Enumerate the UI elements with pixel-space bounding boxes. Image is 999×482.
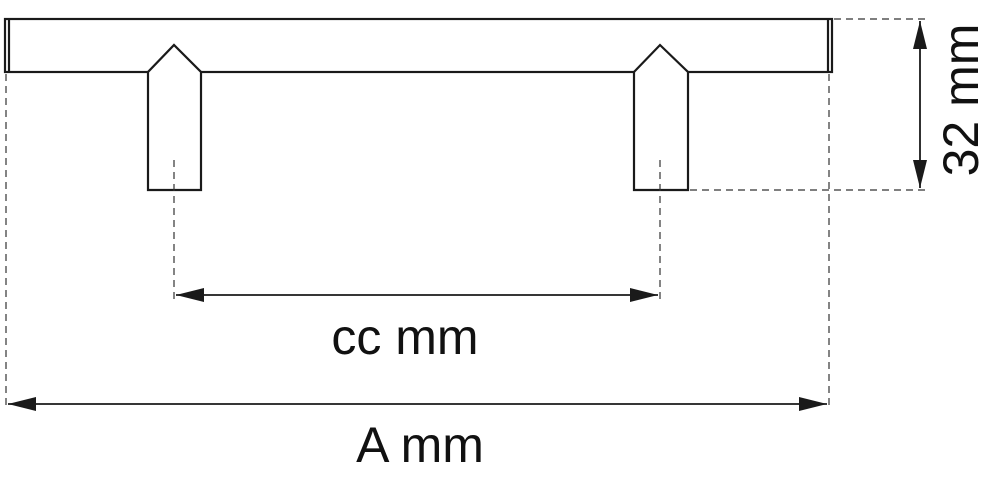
cc-arrow-right: [630, 288, 658, 302]
handle-bar: [3, 17, 834, 74]
a-arrow-left: [8, 397, 36, 411]
cc-label: cc mm: [331, 309, 478, 365]
left-leg: [146, 43, 203, 192]
right-leg: [632, 43, 690, 192]
a-dimension: A mm: [8, 397, 827, 473]
handle-outline: [3, 17, 834, 192]
projection-arrow-top: [913, 21, 927, 49]
projection-dimension: 32 mm: [913, 21, 989, 188]
cc-arrow-left: [176, 288, 204, 302]
projection-label: 32 mm: [933, 24, 989, 177]
a-arrow-right: [799, 397, 827, 411]
a-label: A mm: [356, 417, 484, 473]
extension-lines: [5, 18, 925, 410]
projection-arrow-bottom: [913, 160, 927, 188]
cc-dimension: cc mm: [176, 288, 658, 365]
